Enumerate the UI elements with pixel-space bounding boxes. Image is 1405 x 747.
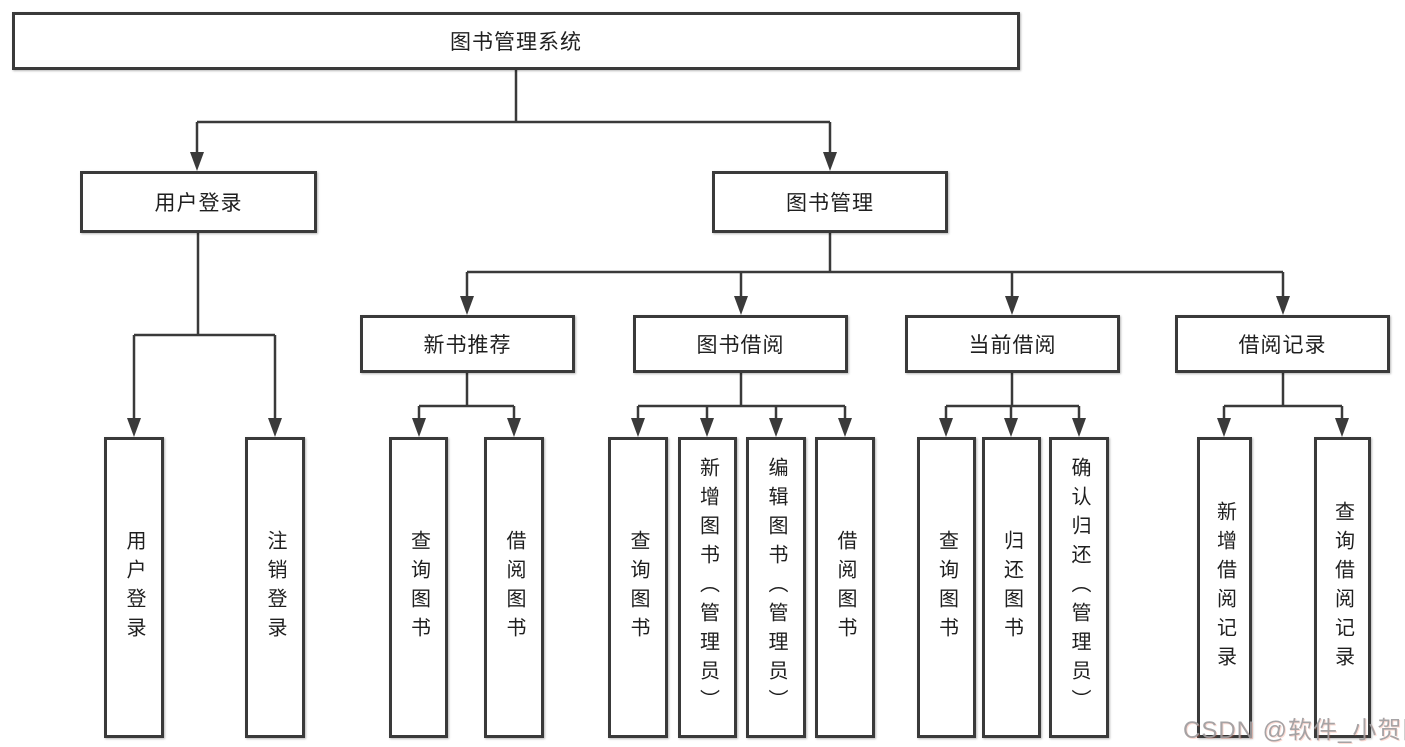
- leaf-return-books: 归还图书: [982, 437, 1041, 738]
- csdn-watermark: CSDN @软件_小贺同学: [1183, 717, 1405, 744]
- arrow-down-icon: [1335, 418, 1349, 437]
- arrow-down-icon: [838, 418, 852, 437]
- node-label: 图书管理: [786, 192, 874, 215]
- node-label: 新书推荐: [423, 334, 512, 357]
- leaf-logout: 注销登录: [245, 437, 305, 738]
- arrow-down-icon: [460, 296, 474, 315]
- leaf-add-borrow-record: 新增借阅记录: [1197, 437, 1252, 738]
- arrow-down-icon: [507, 418, 521, 437]
- leaf-confirm-return-admin: 确认归还（管理员）: [1049, 437, 1109, 738]
- node-label: 查询图书: [935, 529, 958, 646]
- leaf-query-books: 查询图书: [608, 437, 668, 738]
- arrow-down-icon: [700, 418, 714, 437]
- node-user-login-branch: 用户登录: [80, 171, 317, 233]
- arrow-down-icon: [631, 418, 645, 437]
- arrow-down-icon: [1217, 418, 1231, 437]
- leaf-query-borrow-record: 查询借阅记录: [1314, 437, 1371, 738]
- arrow-down-icon: [939, 418, 953, 437]
- leaf-edit-books-admin: 编辑图书（管理员）: [746, 437, 806, 738]
- node-label: 编辑图书（管理员）: [765, 457, 787, 718]
- arrow-down-icon: [1005, 296, 1019, 315]
- leaf-add-books-admin: 新增图书（管理员）: [678, 437, 737, 738]
- node-label: 用户登录: [154, 192, 243, 215]
- arrow-down-icon: [823, 152, 837, 171]
- node-label: 查询图书: [407, 529, 430, 646]
- arrow-down-icon: [127, 418, 141, 437]
- node-label: 用户登录: [123, 529, 145, 646]
- node-book-management-system: 图书管理系统: [12, 12, 1020, 70]
- node-label: 归还图书: [1000, 529, 1023, 646]
- node-label: 确认归还（管理员）: [1068, 457, 1090, 718]
- leaf-query-books: 查询图书: [389, 437, 448, 738]
- arrow-down-icon: [1072, 418, 1086, 437]
- node-label: 注销登录: [264, 529, 286, 646]
- arrow-down-icon: [1004, 418, 1018, 437]
- node-label: 借阅记录: [1238, 334, 1327, 357]
- arrow-down-icon: [734, 296, 748, 315]
- node-label: 图书管理系统: [450, 31, 582, 54]
- arrow-down-icon: [412, 418, 426, 437]
- node-label: 借阅图书: [503, 529, 525, 646]
- node-label: 查询借阅记录: [1331, 500, 1354, 675]
- node-label: 新增图书（管理员）: [696, 457, 719, 718]
- leaf-query-books: 查询图书: [917, 437, 976, 738]
- leaf-borrow-books: 借阅图书: [484, 437, 544, 738]
- arrow-down-icon: [190, 152, 204, 171]
- node-book-borrow: 图书借阅: [633, 315, 848, 373]
- node-label: 借阅图书: [834, 529, 856, 646]
- leaf-user-login: 用户登录: [104, 437, 164, 738]
- arrow-down-icon: [769, 418, 783, 437]
- node-label: 查询图书: [627, 529, 649, 646]
- node-label: 当前借阅: [968, 334, 1057, 357]
- arrow-down-icon: [268, 418, 282, 437]
- node-new-book-recommend: 新书推荐: [360, 315, 575, 373]
- node-current-borrow: 当前借阅: [905, 315, 1120, 373]
- leaf-borrow-books: 借阅图书: [815, 437, 875, 738]
- arrow-down-icon: [1276, 296, 1290, 315]
- node-borrow-records: 借阅记录: [1175, 315, 1390, 373]
- node-book-management-branch: 图书管理: [712, 171, 948, 233]
- node-label: 图书借阅: [696, 334, 785, 357]
- node-label: 新增借阅记录: [1213, 500, 1236, 675]
